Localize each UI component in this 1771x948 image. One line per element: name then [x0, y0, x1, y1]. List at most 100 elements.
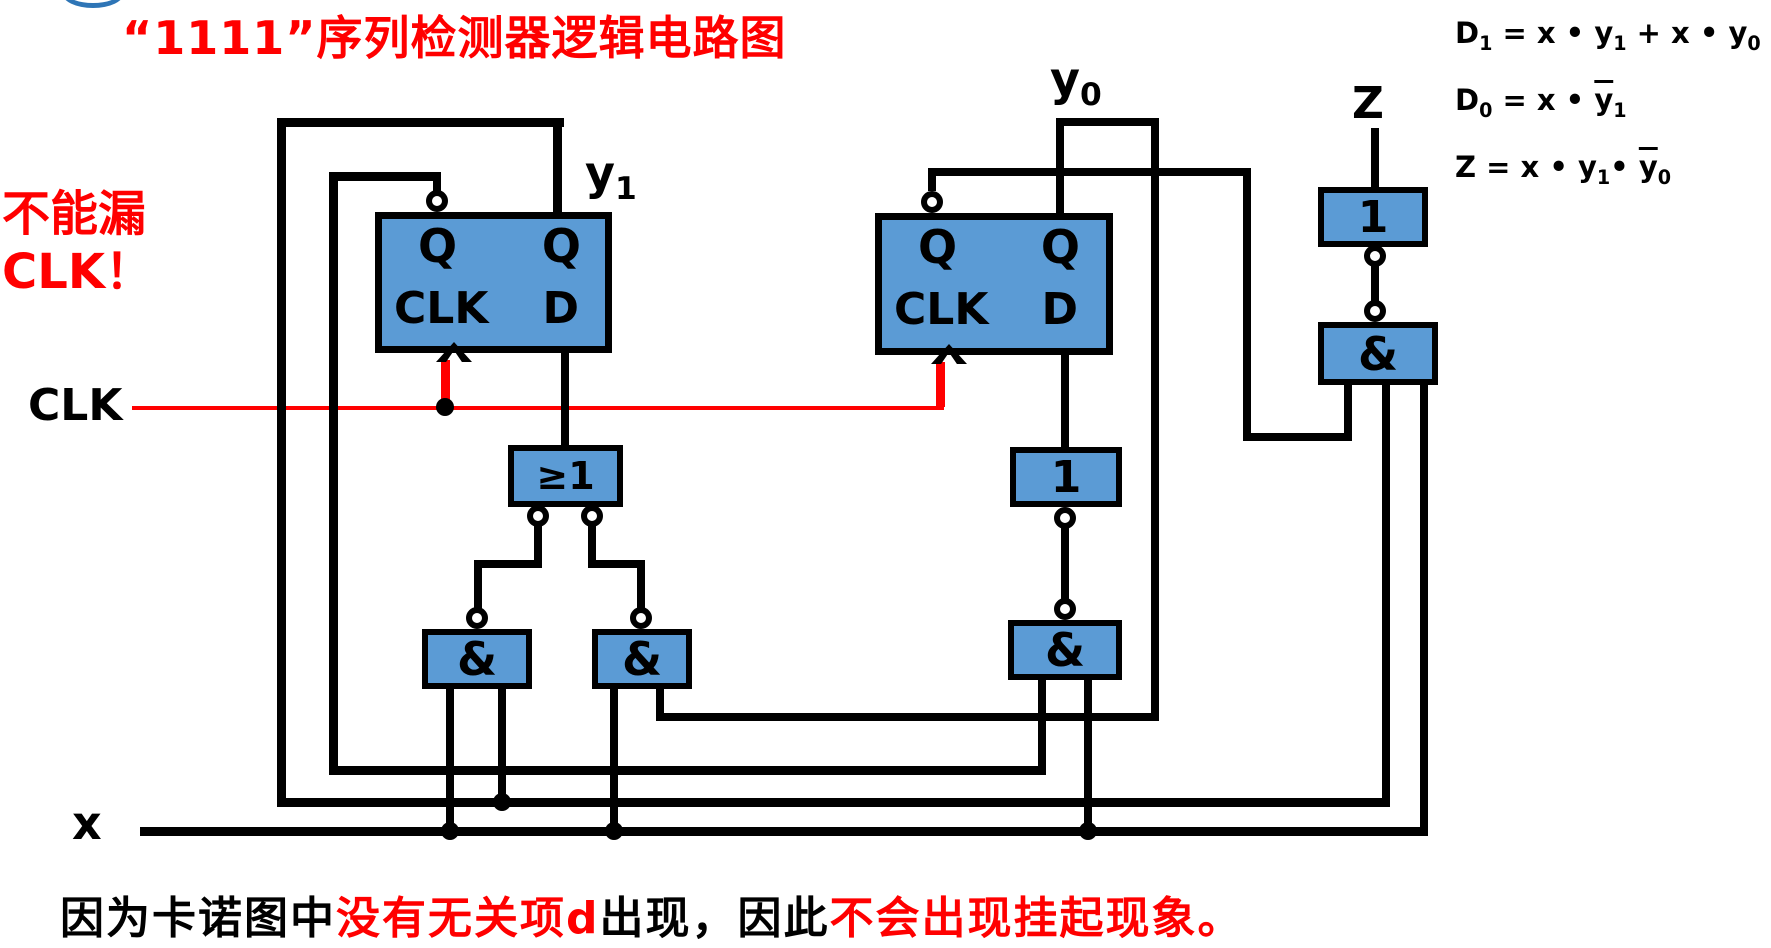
or-gate-label: ≥1 — [536, 454, 595, 498]
wire-or-out-right-drop — [637, 560, 645, 609]
clk-input-label: CLK — [28, 380, 123, 431]
or-gate-d1: ≥1 — [508, 445, 623, 507]
y1-sub: 1 — [615, 171, 637, 208]
wire-andB-in-x — [610, 686, 618, 835]
and-gate-label: & — [1357, 326, 1399, 381]
wire-y1bar-top — [329, 172, 441, 181]
wire-andA-in-y1 — [498, 686, 506, 806]
buffer-gate-label: 1 — [1050, 451, 1082, 503]
flip-flop-y0: Q Q CLK D — [875, 213, 1113, 355]
wire-y1bar-riser-d0and — [1038, 676, 1046, 775]
wire-y0bar-drop — [1243, 168, 1251, 441]
clk-line-horizontal — [132, 406, 944, 410]
wire-x-bus — [140, 827, 1428, 836]
z-output-label: Z — [1352, 78, 1384, 129]
wire-y1-bus-bottom — [277, 798, 1390, 807]
wire-y1bar-left — [329, 172, 338, 775]
wire-ff2-qbar-stub — [928, 172, 936, 191]
wire-ff1-qbar-stub — [433, 176, 441, 194]
bubble-d0-and-out — [1054, 598, 1076, 620]
wire-ff2-q-riser — [1056, 118, 1064, 217]
bubble-or-in-right — [581, 505, 603, 527]
wire-y0-bottom — [656, 713, 1159, 721]
wire-or-out-left-v — [534, 525, 542, 568]
bubble-ff2-qbar — [921, 191, 943, 213]
and-gate-label: & — [621, 632, 663, 686]
caption-segment: 不会出现挂起现象。 — [829, 893, 1244, 944]
wire-or-out-right-h — [588, 560, 645, 568]
wire-ff2-d-riser — [1061, 352, 1069, 450]
wire-y1-loop-top — [277, 118, 564, 127]
and-gate-label: & — [456, 632, 498, 686]
clk-branch-ff1 — [441, 360, 450, 407]
wire-ff1-q-riser — [553, 118, 562, 219]
bubble-andA-out — [466, 607, 488, 629]
wire-or-out-right-v — [588, 525, 596, 568]
wire-or-out-left-h — [474, 560, 542, 568]
ff1-clk-label: CLK — [394, 283, 489, 334]
junction-x-d0and — [1079, 822, 1097, 840]
wire-y0-vert — [1151, 118, 1159, 721]
wire-or-out-left-drop — [474, 560, 482, 609]
ff2-clk-label: CLK — [894, 284, 989, 335]
ff2-d-label: D — [1041, 284, 1078, 335]
wire-zand-in-x — [1420, 383, 1428, 835]
bubble-z-and-out — [1364, 300, 1386, 322]
warning-line1: 不能漏 — [2, 186, 147, 242]
bubble-andB-out — [630, 607, 652, 629]
and-gate-x-y1: & — [422, 629, 532, 689]
wire-y1-loop-left — [277, 118, 286, 807]
y0-signal-label: y0 — [1050, 52, 1102, 113]
and-gate-x-y0: & — [592, 629, 692, 689]
ff2-q-label: Q — [1040, 220, 1080, 274]
slide-title: “1111”序列检测器逻辑电路图 — [122, 11, 787, 65]
y0-base: y — [1050, 52, 1080, 106]
equation-line: D0 = x • y1 — [1455, 83, 1627, 122]
wire-y0-top — [1056, 118, 1159, 126]
and-gate-z: & — [1318, 322, 1438, 385]
wire-zand-to-buf — [1371, 263, 1379, 303]
buffer-gate-label: 1 — [1357, 191, 1389, 243]
junction-y1-andA — [493, 793, 511, 811]
wire-y1bar-bottom — [329, 766, 1046, 775]
wire-d0and-in-x — [1084, 676, 1092, 835]
and-gate-label: & — [1044, 623, 1086, 677]
wire-d0-buf-to-and — [1061, 527, 1069, 602]
warning-annotation: 不能漏 CLK！ — [2, 186, 153, 301]
junction-x-andA — [441, 822, 459, 840]
caption-segment: 因为卡诺图中 — [60, 893, 336, 944]
clk-branch-ff2 — [936, 362, 945, 407]
wire-y0bar-top — [928, 168, 1251, 176]
bottom-caption: 因为卡诺图中没有无关项d出现，因此不会出现挂起现象。 — [60, 882, 1244, 946]
wire-ff1-d-riser — [561, 350, 569, 448]
wire-zand-in-y1 — [1382, 383, 1390, 806]
ff1-q-label: Q — [541, 219, 581, 273]
caption-segment: 没有无关项d — [336, 893, 600, 944]
bubble-ff1-qbar — [426, 190, 448, 212]
bubble-d0-buf-out — [1054, 507, 1076, 529]
warning-line2: CLK！ — [2, 243, 154, 300]
wire-y0bar-bottom — [1243, 433, 1352, 441]
ff1-d-label: D — [542, 283, 579, 334]
equation-line: Z = x • y1• y0 — [1455, 150, 1672, 189]
wire-y0bar-riser-zand — [1344, 383, 1352, 441]
clk-junction-dot — [436, 398, 454, 416]
x-input-label: x — [72, 796, 102, 850]
bubble-z-buf-out — [1364, 245, 1386, 267]
ff1-qbar-label: Q — [418, 219, 458, 273]
and-gate-x-y1bar: & — [1008, 620, 1122, 680]
buffer-gate-z: 1 — [1318, 187, 1428, 247]
y0-sub: 0 — [1080, 77, 1102, 114]
bubble-or-in-left — [527, 505, 549, 527]
wire-andA-in-x — [446, 686, 454, 835]
ff2-qbar-label: Q — [918, 220, 958, 274]
y1-signal-label: y1 — [585, 146, 637, 207]
buffer-gate-d0: 1 — [1010, 447, 1122, 507]
flip-flop-y1: Q Q CLK D — [375, 212, 612, 353]
caption-segment: 出现，因此 — [599, 893, 830, 944]
wire-andB-in-y0-stub — [656, 686, 664, 721]
slide-logo-icon — [62, 0, 124, 8]
wire-z-riser — [1371, 128, 1379, 188]
